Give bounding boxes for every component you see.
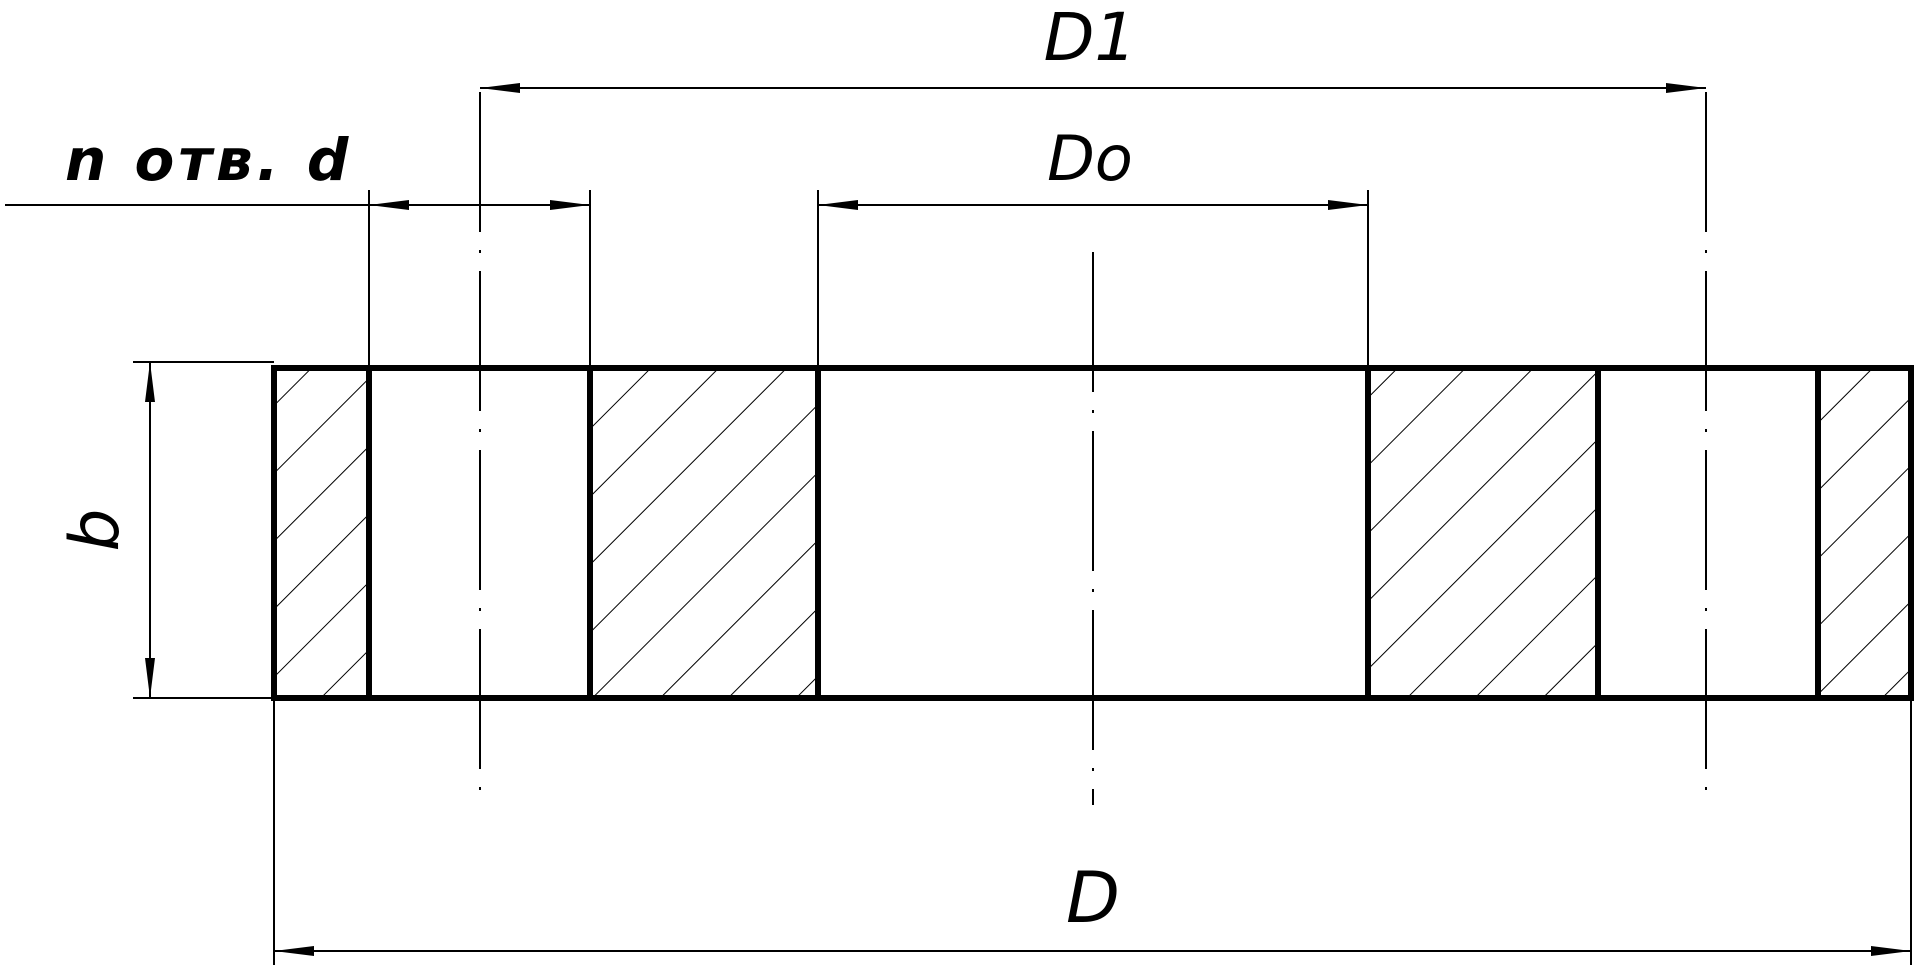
dimension-labels: D1 Do n отв. d b D (56, 0, 1136, 939)
label-Do: Do (1047, 122, 1133, 195)
dimension-lines (145, 83, 1911, 956)
label-b: b (56, 508, 135, 551)
extension-lines (5, 190, 1912, 965)
hatch-left-outer (274, 368, 369, 698)
label-D: D (1066, 857, 1120, 939)
center-lines (479, 92, 1707, 805)
hatched-sections (274, 368, 1911, 698)
label-holes: n отв. d (65, 126, 352, 194)
hatch-right-outer (1818, 368, 1911, 698)
hatch-right-inner (1368, 368, 1598, 698)
label-D1: D1 (1044, 0, 1137, 76)
hatch-left-inner (590, 368, 818, 698)
